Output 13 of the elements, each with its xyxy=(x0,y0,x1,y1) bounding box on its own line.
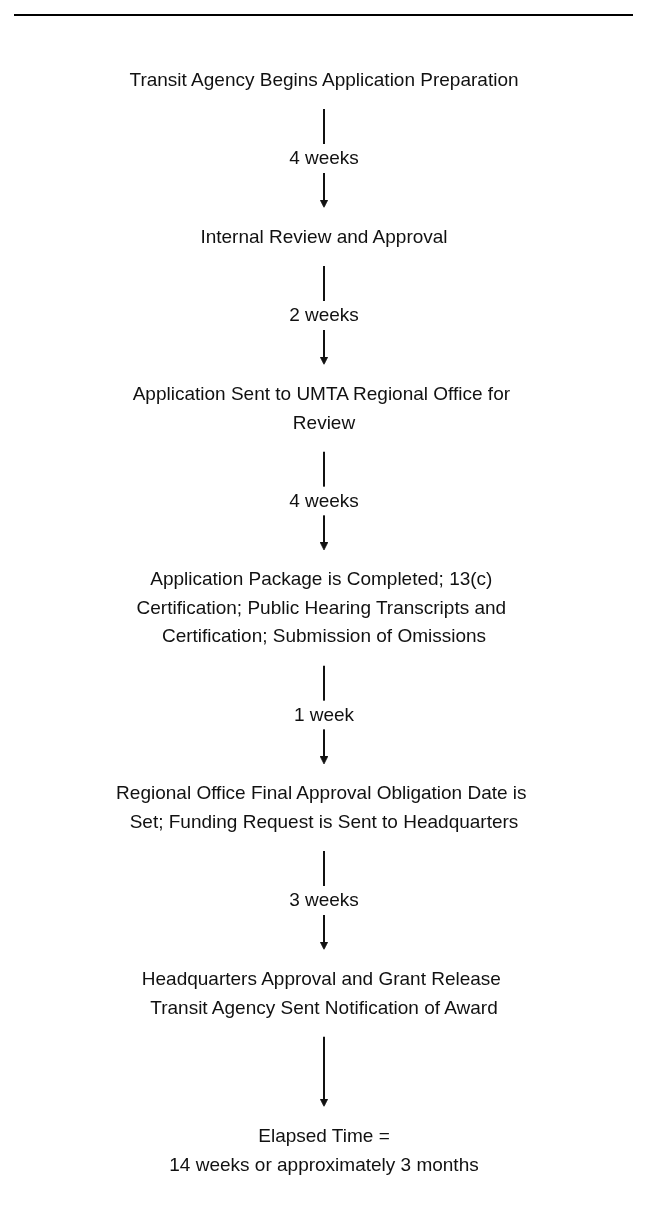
edge-label: 3 weeks xyxy=(288,889,359,910)
edge-label: 4 weeks xyxy=(288,489,359,511)
edge-label: 1 week xyxy=(293,703,354,725)
node-text: Elapsed Time = 14 weeks or approximately 3 months xyxy=(168,1124,479,1174)
node-text: Regional Office Final Approval Obligation Date is Set; Funding Request is Sent to Headquarters xyxy=(115,782,527,832)
node-text: Internal Review and Approval xyxy=(199,225,448,247)
edge-label: 2 weeks xyxy=(288,304,359,325)
node-text: Application Package is Completed; 13(c) Certification; Public Hearing Transcripts and Certification; Submission of Omissions xyxy=(136,568,506,646)
node-text: Transit Agency Begins Application Preparation xyxy=(128,68,519,90)
arrow xyxy=(319,1035,328,1107)
node-text: Application Sent to UMTA Regional Office for Review xyxy=(132,382,510,432)
edge-label: 4 weeks xyxy=(288,147,359,168)
node-text: Headquarters Approval and Grant Release Transit Agency Sent Notification of Award xyxy=(141,967,501,1017)
